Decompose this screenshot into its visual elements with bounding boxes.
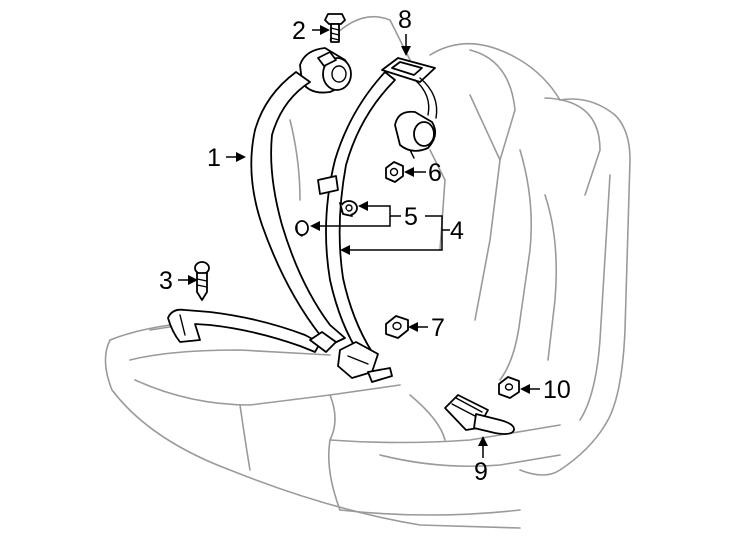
- callout-5: 5: [404, 203, 418, 231]
- callout-3: 3: [159, 267, 173, 295]
- callout-8: 8: [398, 6, 412, 34]
- nut-part-10: [498, 376, 520, 399]
- bolt-part-2: [324, 13, 346, 43]
- callout-10: 10: [543, 376, 571, 404]
- seat-belt-center: [317, 57, 438, 383]
- seat-belt-left: [167, 47, 352, 353]
- screw-part-3: [194, 261, 210, 301]
- leader-lines: [178, 25, 540, 458]
- callout-4: 4: [450, 217, 464, 245]
- callout-9: 9: [474, 458, 488, 486]
- buckle-part-9: [444, 394, 515, 435]
- callout-1: 1: [207, 144, 221, 172]
- callout-2: 2: [292, 17, 306, 45]
- callout-7: 7: [431, 314, 445, 342]
- clips-part-5: [295, 200, 358, 237]
- nut-part-6: [385, 161, 404, 183]
- callout-6: 6: [428, 159, 442, 187]
- nut-part-7: [385, 315, 409, 339]
